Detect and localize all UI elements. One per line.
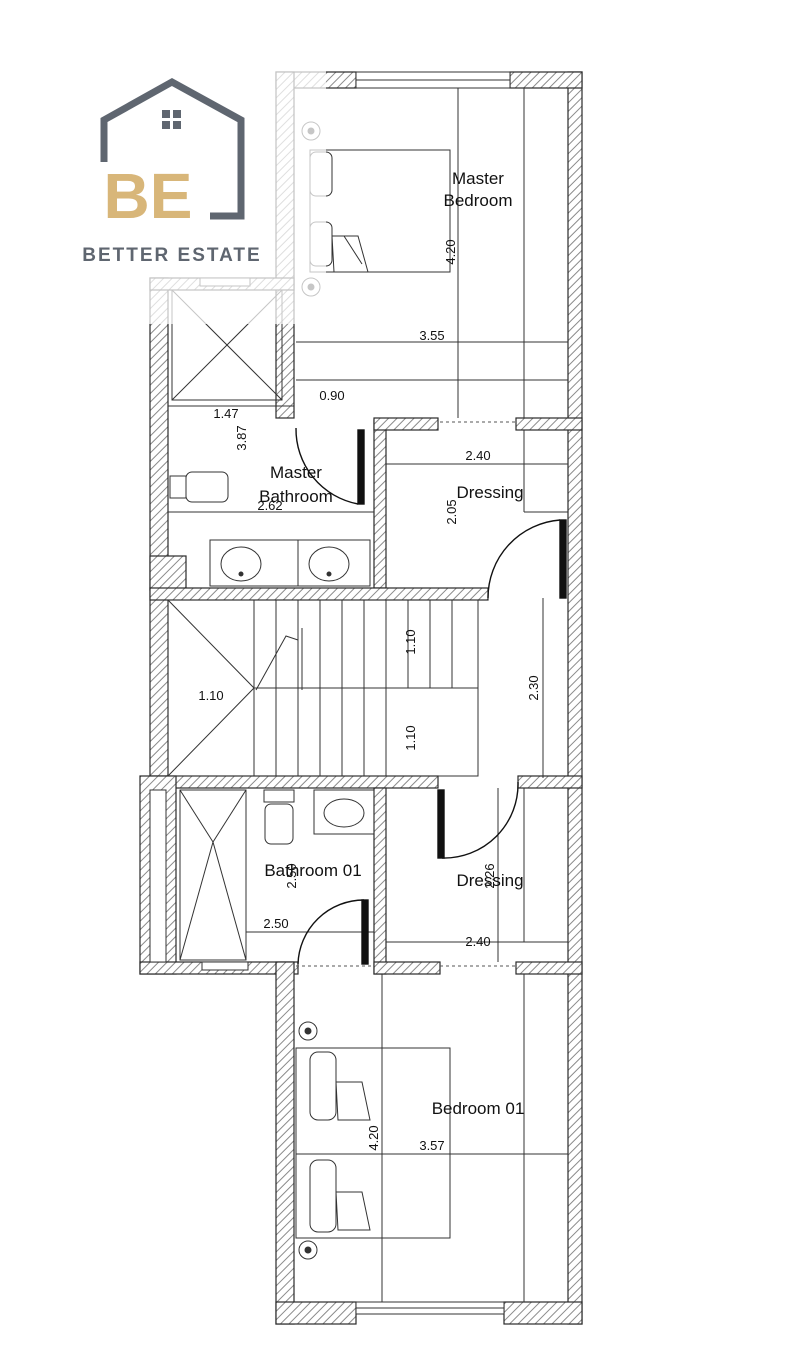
wall-bath-niche <box>149 555 187 591</box>
dim-master-bath-depth: 3.87 <box>234 425 249 450</box>
stair-treads <box>275 600 453 776</box>
brand-initials: BE <box>104 160 193 232</box>
master-bathroom-label-2: Bathroom <box>259 487 333 506</box>
dim-master-bedroom-width: 3.55 <box>419 328 444 343</box>
dim-dressing-lower-width: 2.40 <box>465 934 490 949</box>
master-bedroom-label-2: Bedroom <box>444 191 513 210</box>
window-bath01 <box>201 961 249 971</box>
wall-bottom-right <box>503 1301 583 1325</box>
wall-dressing-top-right <box>515 417 583 431</box>
door-master-bath <box>295 427 365 505</box>
master-bathroom-label: Master <box>270 463 322 482</box>
dim-stair-landing: 1.10 <box>198 688 223 703</box>
house-icon <box>100 77 245 220</box>
wall-bedroom01-left <box>275 961 295 1325</box>
bedroom01-bed <box>295 1047 451 1239</box>
dressing-lower-label: Dressing <box>456 871 523 890</box>
sink-icon <box>308 546 350 582</box>
wall-top-right <box>509 71 583 89</box>
bathroom-01-label: Bathroom 01 <box>264 861 361 880</box>
door-dressing-lower <box>437 781 519 859</box>
brand-logo: BE BETTER ESTATE <box>18 18 326 324</box>
dimension-labels: 4.20 3.55 0.90 1.47 3.87 2.62 2.40 2.05 … <box>198 239 541 1153</box>
dim-bedroom01-depth: 4.20 <box>366 1125 381 1150</box>
dim-stair-lower: 1.10 <box>403 725 418 750</box>
brand-name: BETTER ESTATE <box>82 245 261 266</box>
sink-icon <box>323 798 365 828</box>
dim-corridor: 2.30 <box>526 675 541 700</box>
window-left-lower <box>149 789 167 963</box>
dim-bedroom01-width: 3.57 <box>419 1138 444 1153</box>
dim-dressing-lower-depth: 2.26 <box>482 863 497 888</box>
dim-master-bath-door: 0.90 <box>319 388 344 403</box>
wall-bath-dressing <box>373 419 387 589</box>
window-grid-icon <box>162 110 181 129</box>
room-labels: Master Bedroom Master Bathroom Dressing … <box>259 169 524 1118</box>
wall-stair-bottom <box>149 775 439 789</box>
walls <box>139 71 583 1325</box>
master-bed <box>309 149 451 273</box>
master-bedroom-label: Master <box>452 169 504 188</box>
door-bath01 <box>297 899 369 965</box>
doors <box>295 427 567 965</box>
dim-dressing-upper-width: 2.40 <box>465 448 490 463</box>
dim-master-bath-length: 2.62 <box>257 498 282 513</box>
sink-icon <box>220 546 262 582</box>
master-wc <box>185 471 229 503</box>
dim-stair-upper: 1.10 <box>403 629 418 654</box>
furniture <box>167 88 568 1302</box>
door-dressing-upper <box>487 519 567 599</box>
dim-bath01-depth: 2.50 <box>284 863 299 888</box>
bath01-wc <box>264 803 294 845</box>
bath01-vanity <box>313 789 375 835</box>
wall-dressing-bottom-left <box>373 961 441 975</box>
lamp-icon <box>298 1021 318 1041</box>
vanity <box>209 539 371 587</box>
dressing-upper-label: Dressing <box>456 483 523 502</box>
wall-bottom-left <box>275 1301 357 1325</box>
lamp-icon <box>298 1240 318 1260</box>
dim-dressing-upper-depth: 2.05 <box>444 499 459 524</box>
dim-master-bedroom-depth: 4.20 <box>443 239 458 264</box>
wall-stair-top <box>149 587 489 601</box>
dim-bath01-width: 2.50 <box>263 916 288 931</box>
wall-dressing-bottom-right <box>515 961 583 975</box>
bedroom-01-label: Bedroom 01 <box>432 1099 525 1118</box>
wall-stair-bottom-right <box>517 775 583 789</box>
thresholds <box>296 421 516 967</box>
wall-left-upper <box>149 277 169 779</box>
wall-dressing-top-left <box>373 417 439 431</box>
dim-master-bath-width: 1.47 <box>213 406 238 421</box>
bath01-shower <box>179 789 247 961</box>
wall-right-outer <box>567 71 583 1325</box>
wall-bath01-dressing <box>373 787 387 975</box>
